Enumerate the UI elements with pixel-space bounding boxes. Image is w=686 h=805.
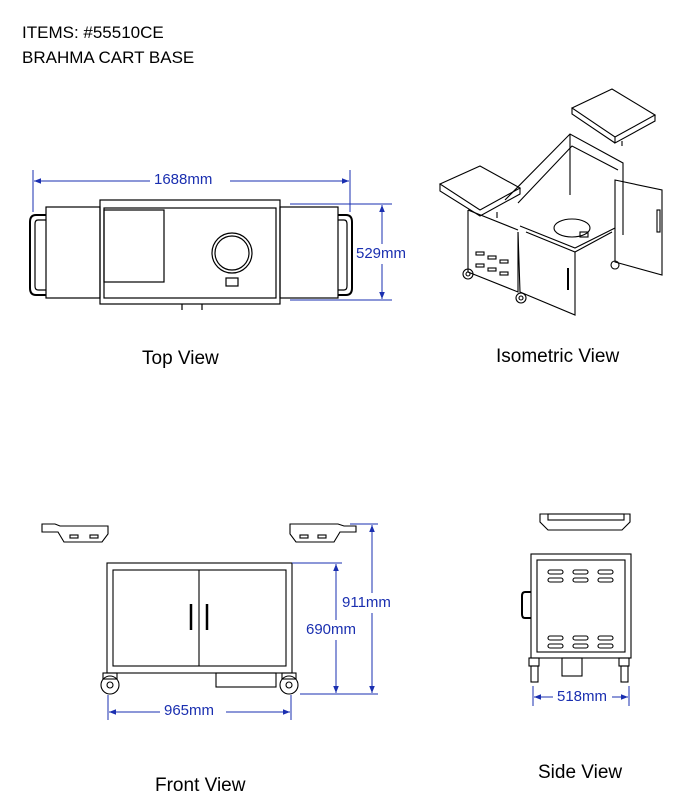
top-depth-value: 529 — [356, 245, 382, 262]
front-body-height-value: 690 — [306, 621, 332, 638]
front-body-height-dimension: 690mm — [304, 621, 359, 638]
front-body-height-unit: mm — [331, 621, 357, 638]
isometric-view-drawing — [438, 88, 663, 316]
front-width-dimension: 965mm — [162, 702, 217, 719]
item-number: ITEMS: #55510CE — [22, 23, 164, 42]
side-depth-unit: mm — [582, 688, 608, 705]
front-width-unit: mm — [189, 702, 215, 719]
front-view-dimension-lines — [107, 523, 378, 720]
isometric-view-caption: Isometric View — [496, 346, 620, 367]
top-width-dimension: 1688mm — [152, 171, 215, 188]
top-width-value: 1688 — [154, 171, 188, 188]
front-view-drawing — [41, 523, 357, 695]
front-width-value: 965 — [164, 702, 190, 719]
side-depth-value: 518 — [557, 688, 583, 705]
product-name: BRAHMA CART BASE — [22, 48, 195, 67]
side-view-dimension-lines — [532, 686, 630, 706]
title-block: ITEMS: #55510CE BRAHMA CART BASE — [22, 20, 194, 70]
side-view-drawing — [521, 513, 632, 683]
front-view-caption: Front View — [155, 775, 246, 796]
top-view-dimension-lines — [32, 170, 392, 301]
side-view-caption: Side View — [538, 762, 623, 783]
top-view-caption: Top View — [142, 348, 219, 369]
top-view-drawing — [29, 199, 353, 310]
top-width-unit: mm — [187, 171, 213, 188]
front-total-height-unit: mm — [365, 594, 391, 611]
top-depth-dimension: 529mm — [354, 245, 409, 262]
front-total-height-value: 911 — [342, 594, 366, 611]
top-depth-unit: mm — [381, 245, 407, 262]
side-depth-dimension: 518mm — [555, 688, 610, 705]
front-total-height-dimension: 911mm — [340, 594, 393, 611]
